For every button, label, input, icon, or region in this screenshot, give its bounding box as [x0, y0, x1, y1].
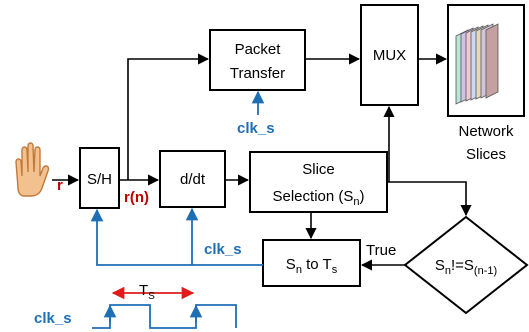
- packet-transfer-line1: Packet: [235, 41, 282, 58]
- mux-label: MUX: [373, 47, 406, 64]
- clk-bottom-label: clk_s: [34, 310, 72, 327]
- clock-waveform: [92, 304, 237, 329]
- decision-mid: !=S: [451, 257, 474, 274]
- decision-sub2: (n-1): [474, 265, 497, 277]
- sn-to-ts-sub: n: [296, 264, 302, 276]
- sn-to-ts-sub2: s: [332, 264, 338, 276]
- arrow-clk-to-sh: [90, 208, 263, 266]
- ts-period-t: T: [139, 282, 148, 299]
- derivative-label: d/dt: [180, 171, 206, 188]
- arrow-sh-to-packet: [127, 53, 210, 180]
- packet-transfer-block: [209, 29, 306, 91]
- slice-selection-line2: Selection (Sn): [273, 188, 365, 208]
- clk-mid-label: clk_s: [204, 241, 242, 258]
- network-slices-line2: Slices: [466, 146, 506, 163]
- clk-top-label: clk_s: [237, 120, 275, 137]
- decision-s1: S: [435, 257, 445, 274]
- mux-block: [360, 4, 419, 106]
- sample-hold-label: S/H: [87, 171, 112, 188]
- ts-period-sub: S: [148, 291, 155, 302]
- decision-diamond: [403, 215, 529, 315]
- sn-to-ts-s: S: [286, 256, 296, 273]
- true-label: True: [366, 242, 396, 259]
- sn-to-ts-block: [262, 239, 361, 287]
- sn-to-ts-to: to T: [302, 256, 332, 273]
- decision-sub1: n: [445, 265, 451, 277]
- slice-selection-sub: n: [353, 196, 359, 208]
- network-slices-line1: Network: [458, 123, 514, 140]
- network-slices-stack-icon: [447, 4, 525, 117]
- slice-selection-line1: Slice: [302, 161, 335, 178]
- hand-icon: [15, 142, 50, 197]
- input-r-label: r: [57, 177, 63, 194]
- arrow-slice-to-diamond: [387, 181, 472, 217]
- slice-selection-close: ): [360, 188, 365, 205]
- packet-transfer-line2: Transfer: [230, 65, 285, 82]
- derivative-block: [159, 150, 226, 208]
- slice-selection-main: Selection (S: [273, 188, 354, 205]
- sample-hold-block: [79, 147, 120, 209]
- sn-to-ts-label: Sn to Ts: [286, 256, 338, 276]
- slice-selection-block: [249, 151, 388, 213]
- ts-period-label: TS: [139, 282, 155, 302]
- rn-label: r(n): [124, 189, 149, 206]
- decision-label: Sn!=S(n-1): [435, 257, 497, 277]
